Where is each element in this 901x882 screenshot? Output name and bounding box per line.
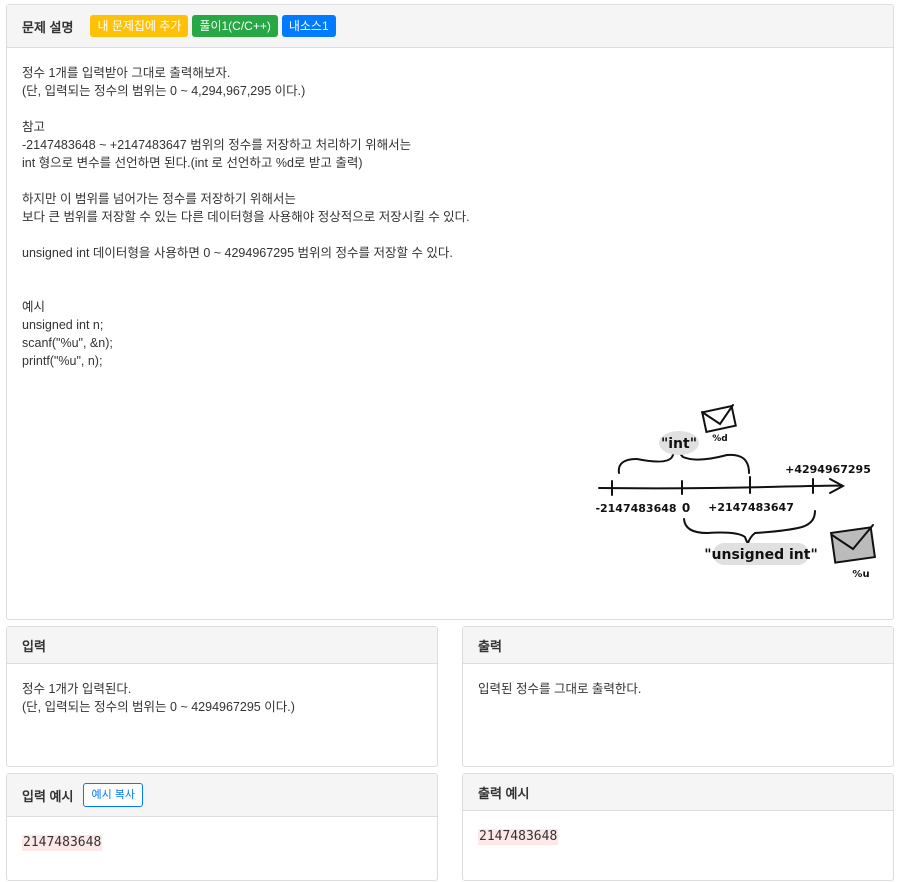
desc-line: 정수 1개를 입력받아 그대로 출력해보자. (22, 66, 231, 80)
input-line: (단, 입력되는 정수의 범위는 0 ~ 4294967295 이다.) (22, 700, 295, 714)
sample-input-header: 입력 예시 예시 복사 (7, 774, 437, 817)
problem-description-body: 정수 1개를 입력받아 그대로 출력해보자. (단, 입력되는 정수의 범위는 … (7, 48, 893, 384)
desc-line (22, 172, 878, 190)
solution-button[interactable]: 풀이1(C/C++) (192, 15, 278, 37)
desc-line: (단, 입력되는 정수의 범위는 0 ~ 4,294,967,295 이다.) (22, 84, 306, 98)
desc-line: -2147483648 ~ +2147483647 범위의 정수를 저장하고 처… (22, 138, 412, 152)
desc-line: 예시 (22, 300, 46, 314)
problem-description-header: 문제 설명 내 문제집에 추가 풀이1(C/C++) 내소스1 (7, 5, 893, 48)
uint-max-label: +4294967295 (785, 463, 871, 476)
panel-title: 출력 (478, 638, 502, 654)
sample-output-header: 출력 예시 (463, 774, 893, 811)
panel-title: 입력 예시 (22, 788, 74, 804)
desc-line: scanf("%u", &n); (22, 336, 113, 350)
output-body: 입력된 정수를 그대로 출력한다. (463, 664, 893, 712)
output-header: 출력 (463, 627, 893, 664)
add-to-problemset-button[interactable]: 내 문제집에 추가 (90, 15, 189, 37)
int-min-label: -2147483648 (595, 502, 676, 515)
desc-line (22, 280, 878, 298)
desc-line (22, 226, 878, 244)
desc-line: unsigned int n; (22, 318, 104, 332)
panel-title: 문제 설명 (22, 19, 74, 35)
output-line: 입력된 정수를 그대로 출력한다. (478, 682, 642, 696)
input-line: 정수 1개가 입력된다. (22, 682, 132, 696)
panel-title: 출력 예시 (478, 785, 530, 801)
desc-line: int 형으로 변수를 선언하면 된다.(int 로 선언하고 %d로 받고 출… (22, 156, 363, 170)
output-panel: 출력 입력된 정수를 그대로 출력한다. (462, 626, 894, 767)
sample-output-value[interactable]: 2147483648 (478, 829, 559, 845)
desc-line: 참고 (22, 120, 46, 134)
panel-title: 입력 (22, 638, 46, 654)
problem-description-panel: 문제 설명 내 문제집에 추가 풀이1(C/C++) 내소스1 정수 1개를 입… (6, 4, 894, 620)
sample-output-panel: 출력 예시 2147483648 (462, 773, 894, 881)
sample-input-panel: 입력 예시 예시 복사 2147483648 (6, 773, 438, 881)
desc-line: 보다 큰 범위를 저장할 수 있는 다른 데이터형을 사용해야 정상적으로 저장… (22, 210, 470, 224)
desc-line: 하지만 이 범위를 넘어가는 정수를 저장하기 위해서는 (22, 192, 296, 206)
unsigned-int-label: "unsigned int" (704, 547, 818, 563)
int-max-label: +2147483647 (708, 501, 794, 514)
sample-output-body: 2147483648 (463, 811, 893, 859)
my-source-button[interactable]: 내소스1 (281, 15, 336, 37)
desc-line (22, 262, 878, 280)
zero-label: 0 (682, 501, 690, 515)
input-header: 입력 (7, 627, 437, 664)
desc-line (22, 100, 878, 118)
int-format-label: %d (712, 434, 727, 444)
desc-line: unsigned int 데이터형을 사용하면 0 ~ 4294967295 범… (22, 246, 453, 260)
sample-input-value[interactable]: 2147483648 (22, 835, 103, 851)
int-label: "int" (661, 436, 697, 452)
input-body: 정수 1개가 입력된다. (단, 입력되는 정수의 범위는 0 ~ 429496… (7, 664, 437, 730)
uint-format-label: %u (852, 569, 869, 580)
desc-line: printf("%u", n); (22, 354, 103, 368)
sample-input-body: 2147483648 (7, 817, 437, 865)
copy-sample-button[interactable]: 예시 복사 (83, 783, 143, 807)
input-panel: 입력 정수 1개가 입력된다. (단, 입력되는 정수의 범위는 0 ~ 429… (6, 626, 438, 767)
int-range-diagram: "int" %d +4294967295 -2147483648 0 +2147… (595, 404, 877, 580)
